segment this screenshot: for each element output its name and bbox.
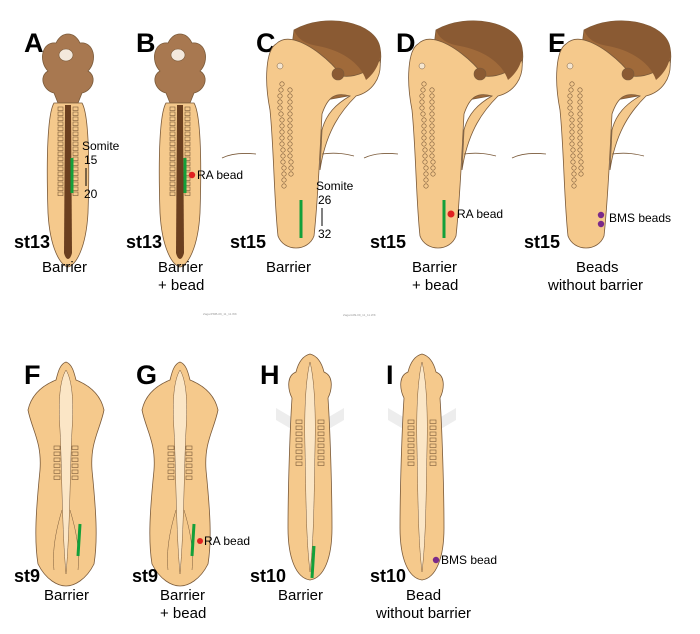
caption-line: Beads [576, 259, 619, 276]
embryo-st13 [153, 33, 207, 268]
caption-line: Barrier [412, 259, 457, 276]
stage-label: st10 [370, 566, 406, 586]
panel-c: C Somite 26 32 st15 Barrier [221, 20, 382, 276]
bms-bead [597, 211, 605, 219]
stage-label: st15 [370, 232, 406, 252]
stage-label: st15 [230, 232, 266, 252]
somite-top-number: 26 [318, 193, 332, 207]
panel-h: H st10 Barrier [250, 353, 345, 604]
panel-letter: A [24, 28, 44, 58]
somite-label: Somite [82, 139, 120, 153]
stage-label: st9 [14, 566, 40, 586]
panel-f: F st9 Barrier [14, 360, 105, 604]
barrier [76, 523, 82, 557]
panel-letter: D [396, 28, 416, 58]
panel-b: B RA bead st13 Barrier + bead [126, 28, 243, 294]
embryo-st10 [275, 353, 345, 581]
barrier [310, 545, 316, 579]
somite-label: Somite [316, 179, 354, 193]
stage-label: st15 [524, 232, 560, 252]
filename-label: ZagarA09-09_11_11.WK [343, 313, 376, 317]
caption-line: + bead [158, 277, 204, 294]
panel-letter: H [260, 360, 280, 390]
ra-bead [447, 210, 455, 218]
panel-letter: F [24, 360, 41, 390]
panel-d: D RA bead st15 Barrier + bead [363, 20, 524, 294]
stage-label: st13 [126, 232, 162, 252]
somite-bottom-number: 32 [318, 227, 332, 241]
bead-annotation: RA bead [204, 534, 250, 548]
embryo-st9 [27, 361, 105, 587]
somite-top-number: 15 [84, 153, 98, 167]
embryo-st10 [387, 353, 457, 581]
caption-line: without barrier [375, 605, 471, 622]
ra-bead [188, 171, 196, 179]
caption-line: + bead [412, 277, 458, 294]
panel-a: A Somite 15 20 st13 Barrier [14, 28, 120, 276]
somite-bottom-number: 20 [84, 187, 98, 201]
bms-bead [432, 556, 440, 564]
ra-bead [197, 538, 203, 544]
caption-line: Barrier [44, 587, 89, 604]
caption-line: without barrier [547, 277, 643, 294]
bead-annotation: BMS beads [609, 211, 671, 225]
caption-line: Barrier [158, 259, 203, 276]
bead-annotation: BMS bead [441, 553, 497, 567]
panel-letter: G [136, 360, 157, 390]
panel-i: I BMS bead st10 Bead without barrier [370, 353, 497, 622]
caption-line: Barrier [42, 259, 87, 276]
stage-label: st13 [14, 232, 50, 252]
stage-label: st9 [132, 566, 158, 586]
caption-line: Barrier [160, 587, 205, 604]
caption-line: Barrier [266, 259, 311, 276]
panel-g: G RA bead st9 Barrier + bead [132, 360, 250, 622]
bms-bead [597, 220, 605, 228]
stage-label: st10 [250, 566, 286, 586]
panel-letter: I [386, 360, 394, 390]
panel-letter: B [136, 28, 156, 58]
embryo-st9 [141, 361, 219, 587]
caption-line: Barrier [278, 587, 323, 604]
panel-e: E BMS beads st15 Beads without barrier [511, 20, 672, 294]
filename-label: ZagarPMB-09_11_11.WK [203, 312, 237, 316]
barrier [190, 523, 196, 557]
bead-annotation: RA bead [197, 168, 243, 182]
caption-line: + bead [160, 605, 206, 622]
bead-annotation: RA bead [457, 207, 503, 221]
caption-line: Bead [406, 587, 441, 604]
